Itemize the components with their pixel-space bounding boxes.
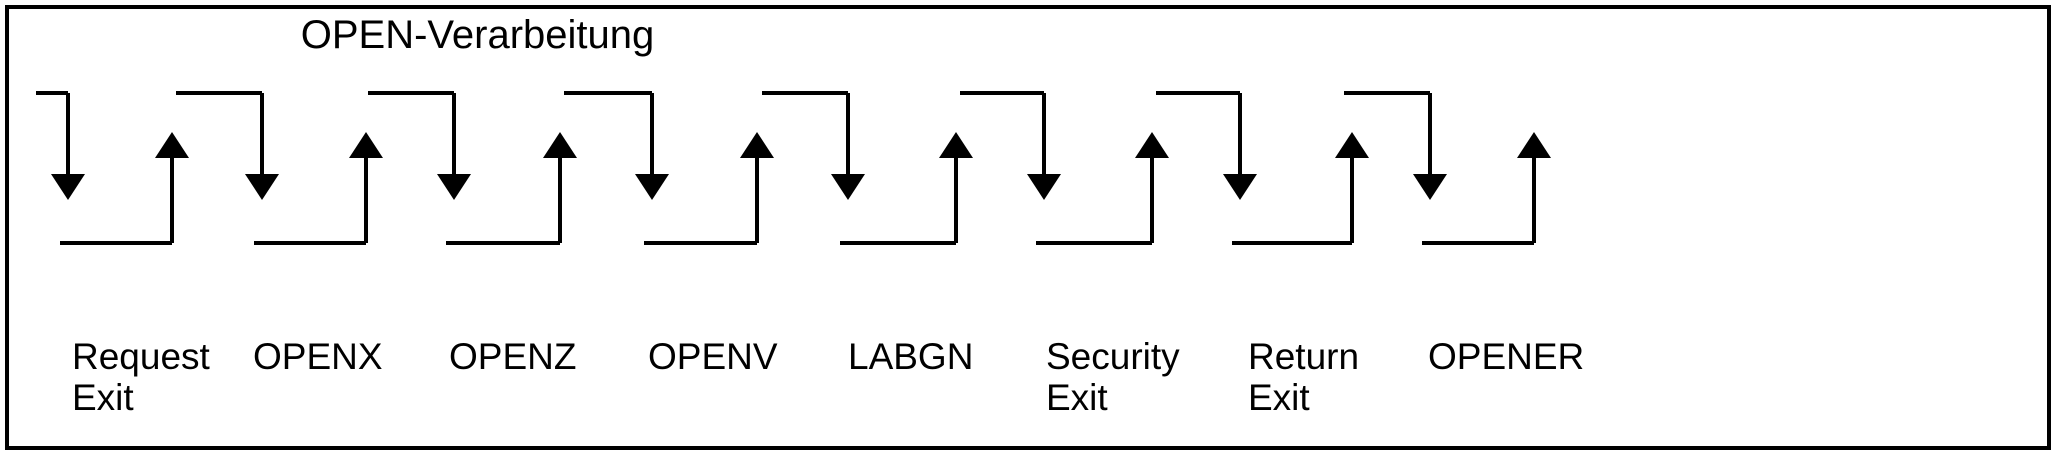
return-arrowhead-3 <box>543 132 577 158</box>
module-label-5: LABGN <box>848 336 974 377</box>
call-arrowhead-3 <box>437 174 471 200</box>
return-arrowhead-5 <box>939 132 973 158</box>
call-arrowhead-4 <box>635 174 669 200</box>
call-arrowhead-2 <box>245 174 279 200</box>
diagram-frame <box>5 5 2051 450</box>
module-label-2: OPENX <box>253 336 383 377</box>
call-arrowhead-1 <box>51 174 85 200</box>
call-arrowhead-5 <box>831 174 865 200</box>
return-arrowhead-2 <box>349 132 383 158</box>
return-arrowhead-8 <box>1517 132 1551 158</box>
module-label-3: OPENZ <box>449 336 577 377</box>
page-title: OPEN-Verarbeitung <box>300 13 655 57</box>
call-arrowhead-7 <box>1223 174 1257 200</box>
module-label-8: OPENER <box>1428 336 1585 377</box>
module-label-7: Return Exit <box>1248 336 1360 418</box>
return-arrowhead-1 <box>155 132 189 158</box>
module-label-1: Request Exit <box>72 336 210 418</box>
return-arrowhead-6 <box>1135 132 1169 158</box>
return-arrowhead-7 <box>1335 132 1369 158</box>
module-label-4: OPENV <box>648 336 778 377</box>
return-arrowhead-4 <box>740 132 774 158</box>
call-arrowhead-8 <box>1413 174 1447 200</box>
call-arrowhead-6 <box>1027 174 1061 200</box>
module-label-6: Security Exit <box>1046 336 1180 418</box>
